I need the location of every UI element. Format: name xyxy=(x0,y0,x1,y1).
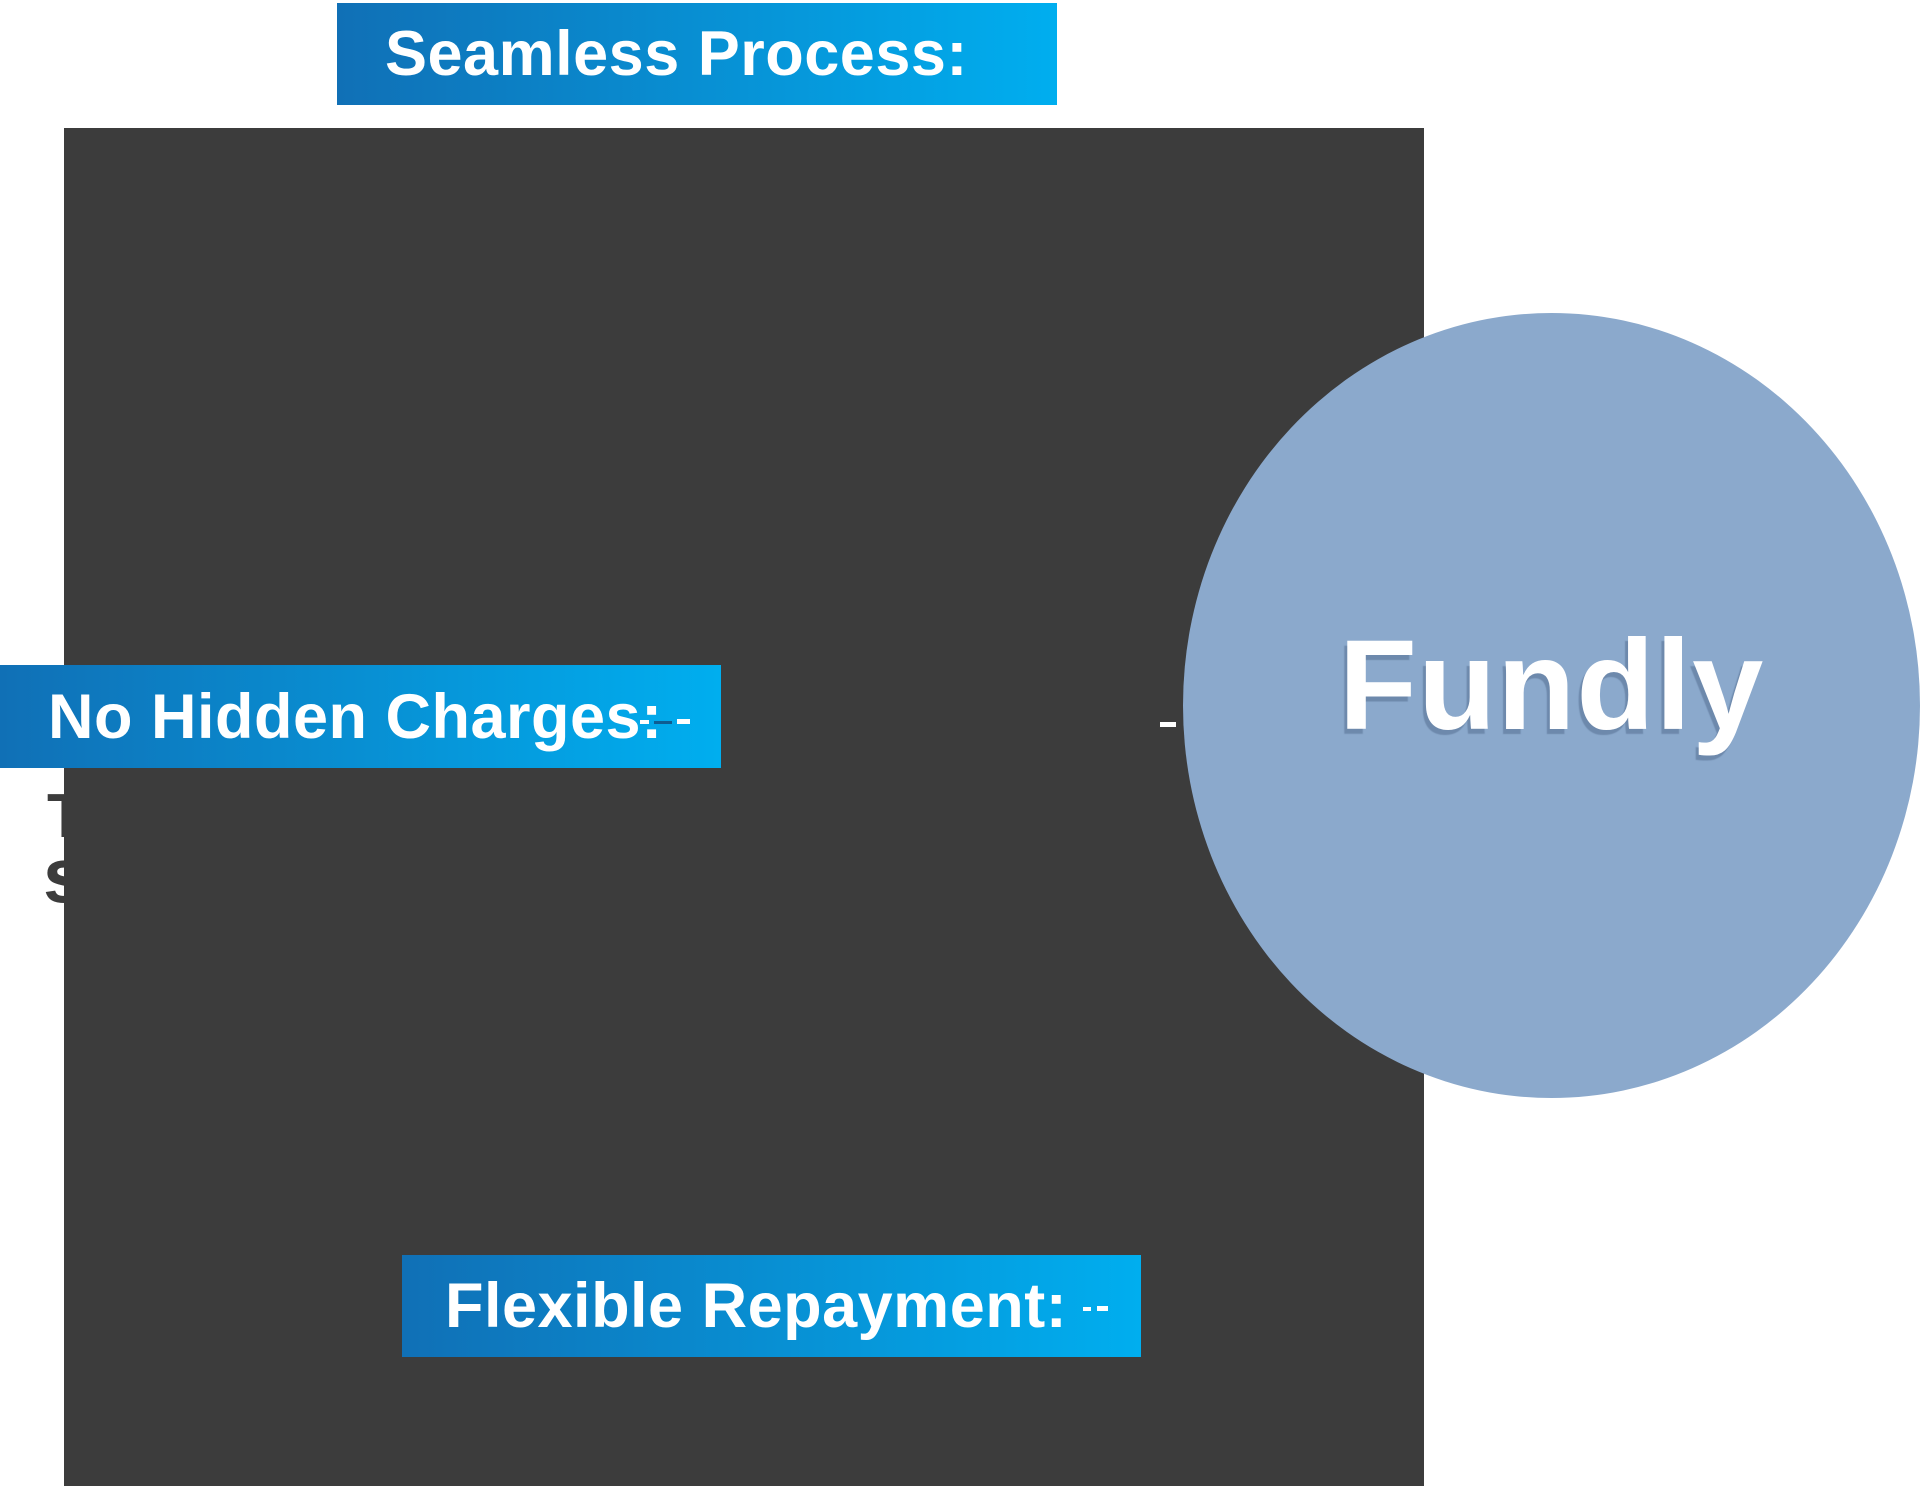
banner-flexible-repayment: Flexible Repayment: xyxy=(402,1255,1141,1357)
banner-no-hidden-charges: No Hidden Charges: xyxy=(0,665,721,768)
banner-no-hidden-charges-label: No Hidden Charges: xyxy=(48,681,663,752)
dashed-connector-segment xyxy=(1083,1307,1091,1311)
banner-seamless-process-label: Seamless Process: xyxy=(385,19,968,89)
dashed-connector-segment xyxy=(1160,722,1176,727)
banner-seamless-process: Seamless Process: xyxy=(337,3,1057,105)
brand-name: Fundly xyxy=(1338,614,1765,757)
brand-circle: Fundly xyxy=(1183,313,1920,1098)
banner-flexible-repayment-label: Flexible Repayment: xyxy=(445,1271,1068,1341)
dashed-connector-segment xyxy=(1097,1306,1108,1311)
dashed-connector-segment xyxy=(640,720,649,724)
dashed-connector-segment xyxy=(677,719,690,724)
dashed-connector-segment xyxy=(654,721,672,724)
